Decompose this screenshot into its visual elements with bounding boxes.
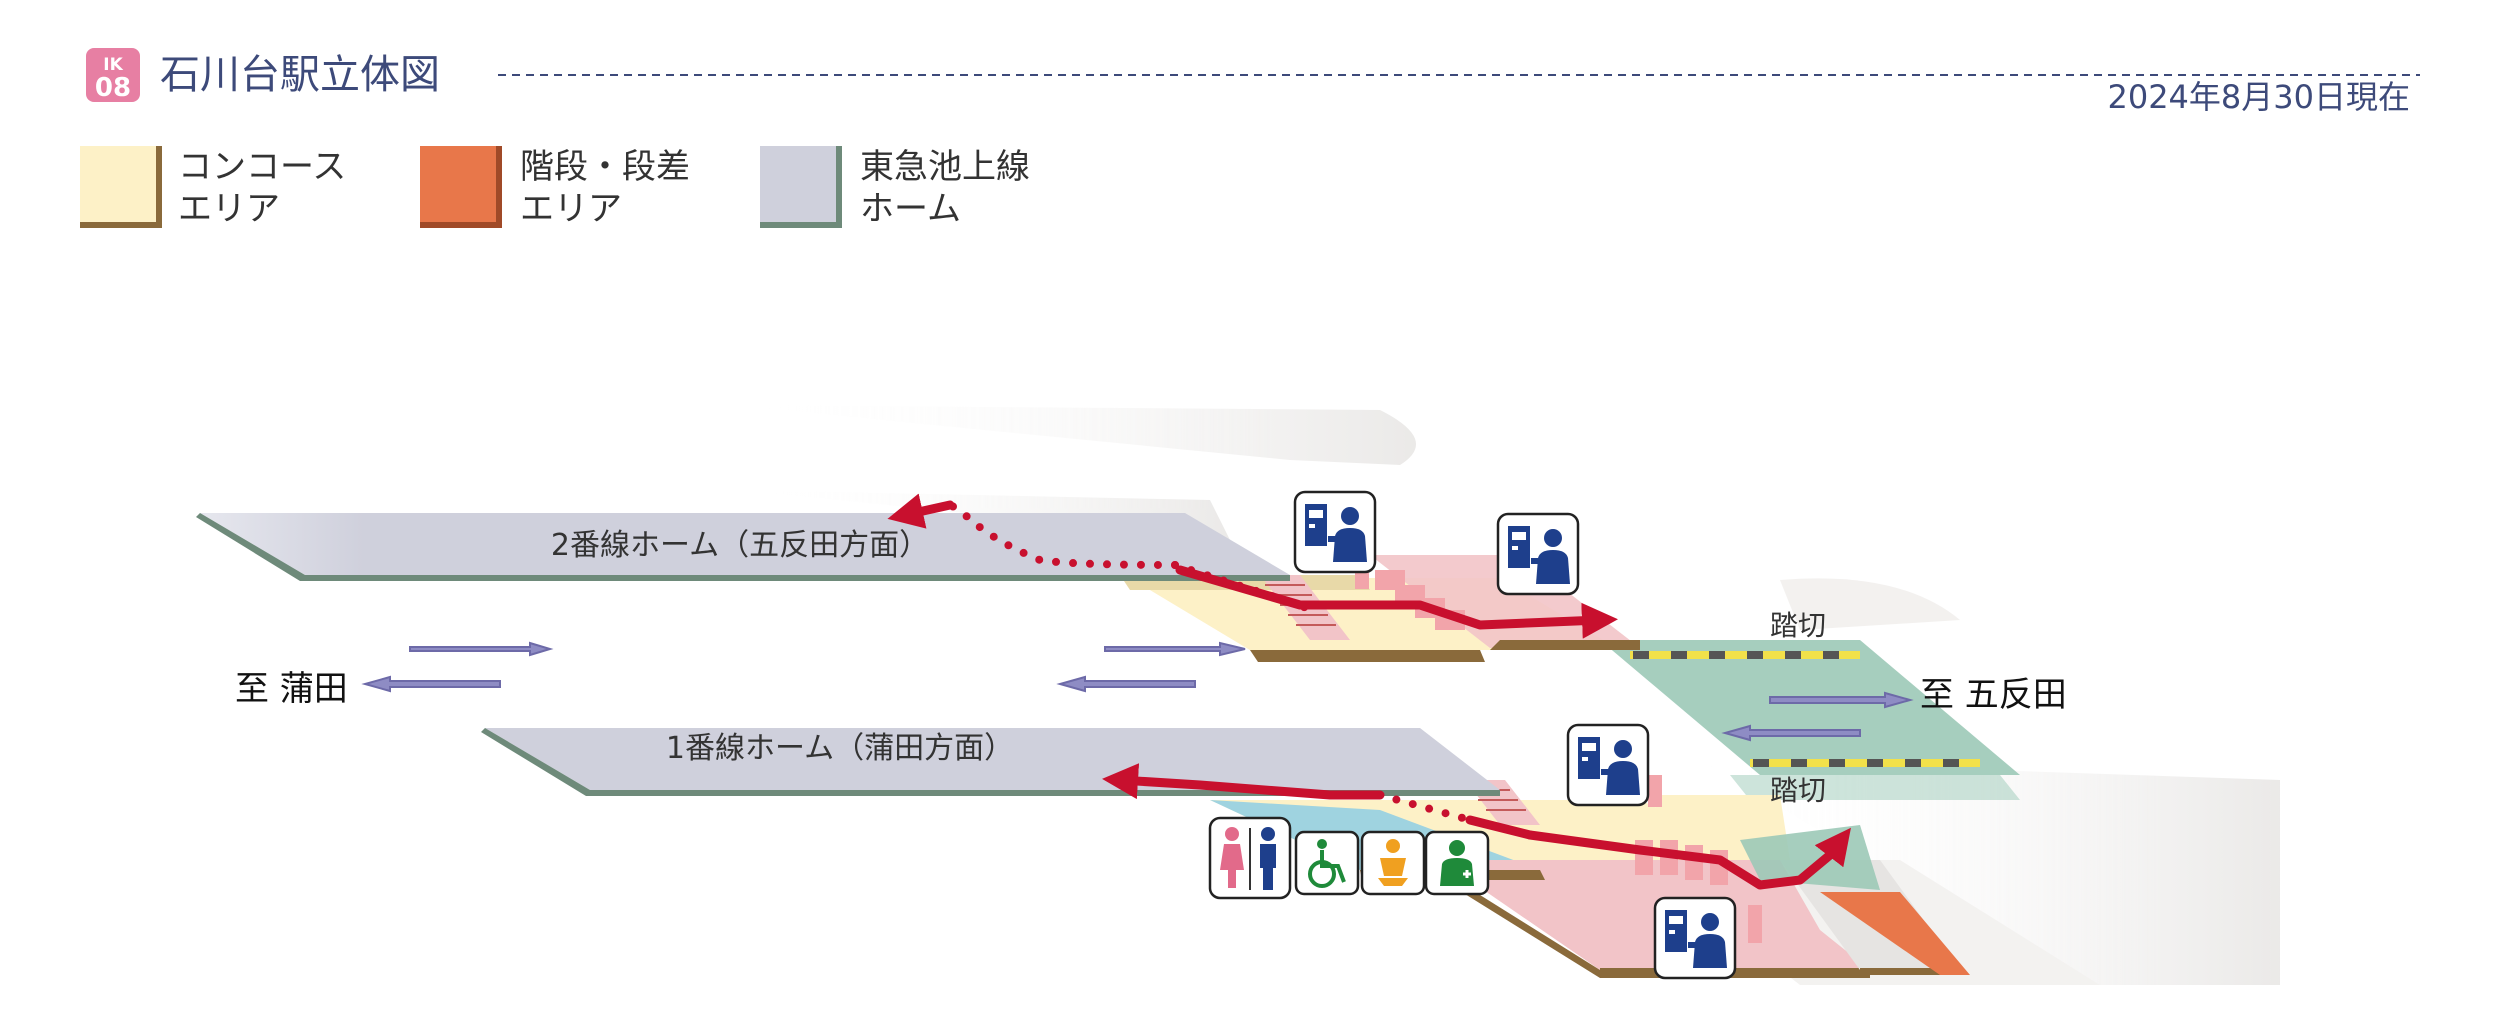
crossing-road: [1600, 640, 2020, 800]
legend-item-concourse: コンコース エリア: [80, 146, 346, 229]
svg-text:ホーム: ホーム: [860, 189, 961, 229]
station-code-line: IK: [103, 55, 123, 75]
date-label: 2024年8月30日現在: [2107, 78, 2410, 116]
page-title: 石川台駅立体図: [160, 52, 440, 98]
legend-item-platform: 東急池上線 ホーム: [760, 146, 1030, 229]
svg-text:コンコース: コンコース: [178, 147, 346, 187]
wheelchair-icon: [1294, 830, 1360, 896]
restroom-icon: [1208, 816, 1292, 900]
legend: コンコース エリア 階段・段差 エリア 東急池上線 ホーム: [80, 146, 1030, 229]
crossing-upper-label: 踏切: [1770, 609, 1826, 642]
first-aid-icon: [1424, 830, 1490, 896]
platform-1-label: 1番線ホーム（蒲田方面）: [666, 731, 1014, 766]
accessible-routes: [887, 493, 1851, 890]
ticket-machine-icon: [1653, 896, 1737, 980]
platform-1: 1番線ホーム（蒲田方面）: [481, 728, 1500, 796]
svg-text:エリア: エリア: [178, 189, 280, 229]
direction-kamata-label: 至 蒲田: [235, 669, 348, 709]
ticket-machine-icon: [1293, 490, 1377, 574]
crossing-lower-label: 踏切: [1770, 774, 1826, 807]
legend-item-stairs: 階段・段差 エリア: [420, 146, 690, 229]
platform-2: 2番線ホーム（五反田方面）: [196, 513, 1290, 581]
station-code-number: 08: [95, 73, 131, 103]
ticket-machine-icon: [1566, 723, 1650, 807]
station-code-badge: [86, 48, 140, 102]
svg-text:エリア: エリア: [520, 189, 622, 229]
ticket-machine-icon: [1496, 512, 1580, 596]
svg-text:階段・段差: 階段・段差: [520, 147, 690, 187]
svg-text:東急池上線: 東急池上線: [860, 147, 1030, 187]
train-direction-arrows: [361, 641, 1914, 742]
platform-2-label: 2番線ホーム（五反田方面）: [551, 528, 929, 563]
baby-care-icon: [1360, 830, 1426, 896]
header: IK 08 石川台駅立体図 2024年8月30日現在: [86, 48, 2420, 116]
direction-gotanda-label: 至 五反田: [1920, 675, 2067, 715]
